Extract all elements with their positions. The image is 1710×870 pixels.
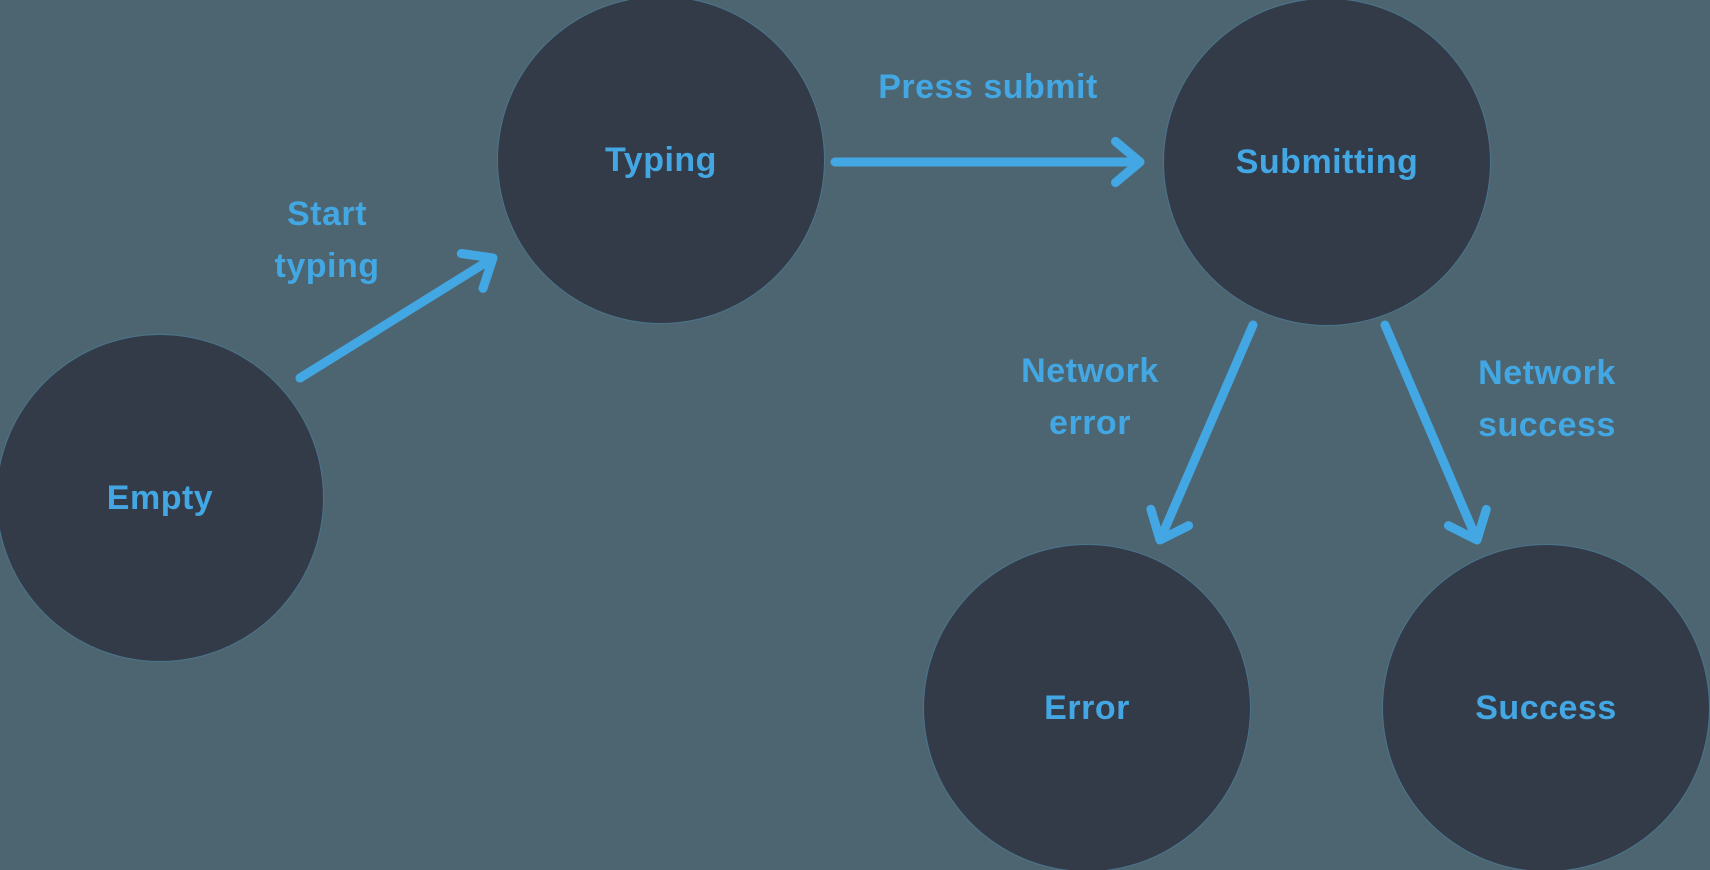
transition-arrow-network-success xyxy=(1380,320,1491,545)
edge-label-line: error xyxy=(1049,404,1131,442)
state-node-empty: Empty xyxy=(0,335,323,661)
state-node-label: Empty xyxy=(106,478,214,517)
state-node-error: Error xyxy=(924,545,1250,870)
state-node-label: Typing xyxy=(605,140,717,179)
edge-label-line: Start xyxy=(287,195,367,233)
edge-label-line: Press submit xyxy=(878,68,1098,106)
state-node-label: Success xyxy=(1475,688,1617,727)
edge-label-network-success: Network success xyxy=(1478,347,1616,451)
edge-label-line: Network xyxy=(1478,354,1616,392)
edge-label-press-submit: Press submit xyxy=(878,61,1098,113)
edge-label-line: success xyxy=(1478,406,1616,444)
transition-arrow-press-submit xyxy=(830,136,1145,188)
edge-label-start-typing: Start typing xyxy=(275,188,380,292)
state-node-success: Success xyxy=(1383,545,1709,870)
state-node-submitting: Submitting xyxy=(1164,0,1490,325)
state-node-typing: Typing xyxy=(498,0,824,323)
edge-label-line: Network xyxy=(1021,352,1159,390)
state-node-label: Error xyxy=(1044,688,1130,727)
edge-label-network-error: Network error xyxy=(1021,345,1159,449)
state-node-label: Submitting xyxy=(1235,142,1419,181)
transition-arrow-network-error xyxy=(1146,320,1258,545)
edge-label-line: typing xyxy=(274,247,380,285)
